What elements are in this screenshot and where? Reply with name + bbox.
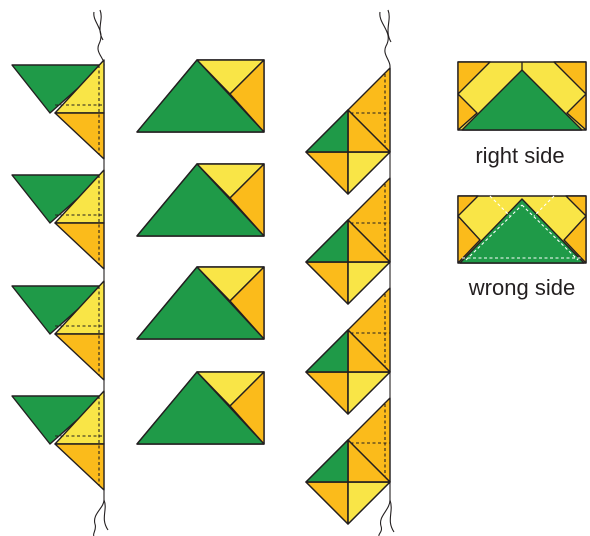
thread-bottom-right-strand	[390, 500, 394, 532]
orange-bottom-left	[306, 152, 348, 194]
green-top-left	[306, 110, 348, 152]
green-top-left	[306, 330, 348, 372]
strung-triangles-left-column	[12, 10, 108, 536]
green-top-left	[306, 440, 348, 482]
folded-unit	[137, 60, 264, 132]
orange-flap	[55, 223, 104, 269]
orange-bottom-left	[306, 372, 348, 414]
right-side-unit	[458, 62, 586, 130]
strung-triangle	[12, 170, 104, 269]
thread-top-right-strand	[388, 10, 391, 42]
thread-top-left-strand	[100, 10, 103, 40]
strung-square	[306, 68, 390, 194]
thread-bottom-left	[94, 500, 104, 536]
strung-square	[306, 288, 390, 414]
strung-square	[306, 398, 390, 524]
strung-squares-column	[306, 10, 394, 536]
wrong-side-label: wrong side	[468, 275, 575, 300]
strung-square	[306, 178, 390, 304]
wrong-side-unit	[458, 196, 586, 263]
thread-bottom-left-strand	[104, 500, 108, 530]
folded-units-column	[137, 60, 264, 444]
strung-triangle	[12, 281, 104, 380]
orange-flap	[55, 334, 104, 380]
orange-bottom-left	[306, 262, 348, 304]
green-top-left	[306, 220, 348, 262]
yellow-bottom-right	[348, 482, 390, 524]
orange-bottom-left	[306, 482, 348, 524]
orange-flap	[55, 113, 104, 159]
thread-bottom-right	[379, 500, 390, 536]
folded-unit	[137, 372, 264, 444]
strung-triangle	[12, 391, 104, 490]
orange-flap	[55, 444, 104, 490]
right-side-label: right side	[475, 143, 564, 168]
folded-unit	[137, 267, 264, 339]
strung-triangle	[12, 60, 104, 159]
folded-unit	[137, 164, 264, 236]
